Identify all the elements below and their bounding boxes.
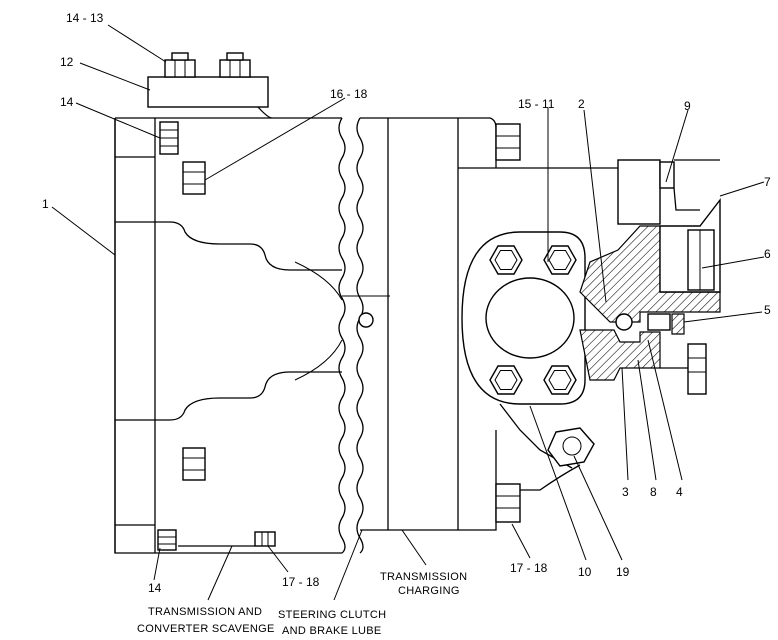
callout-5: 5 [764,303,771,317]
callout-17-18-right: 17 - 18 [510,561,548,575]
callout-16-18: 16 - 18 [330,87,368,101]
top-bracket [147,76,269,108]
bracket-bolt-left [164,59,196,78]
callout-6: 6 [764,247,771,261]
break-lines [338,117,390,554]
callout-14-13: 14 - 13 [66,11,104,25]
callout-2: 2 [578,97,585,111]
caption-charging-line2: CHARGING [398,585,460,597]
bolt-14-bottom [157,529,177,551]
callout-15-11: 15 - 11 [518,97,555,111]
bolt-16-18-upper [182,161,206,195]
caption-scavenge-line2: CONVERTER SCAVENGE [137,623,275,635]
callout-8: 8 [650,485,657,499]
caption-steering-line2: AND BRAKE LUBE [282,625,382,637]
callout-4: 4 [676,485,683,499]
left-housing [114,52,343,554]
leader-lines [51,24,765,601]
callout-17-18-left: 17 - 18 [282,575,320,589]
callout-1: 1 [42,197,49,211]
callout-14-bottom: 14 [148,581,162,595]
caption-charging-line1: TRANSMISSION [380,571,467,583]
bolt-17-18-right [495,483,521,523]
pump-body [461,123,721,523]
callout-7: 7 [764,175,771,189]
callout-14-top: 14 [60,95,74,109]
callout-3: 3 [622,485,629,499]
callout-9: 9 [684,99,691,113]
flow-captions: TRANSMISSION AND CONVERTER SCAVENGE STEE… [137,571,467,637]
caption-steering-line1: STEERING CLUTCH [278,609,386,621]
callout-labels: 14 - 13 12 14 16 - 18 1 15 - 11 2 9 7 6 … [42,11,771,595]
caption-scavenge-line1: TRANSMISSION AND [148,606,262,618]
bolt-15-11 [495,123,521,161]
bolt-16-18-lower [182,447,206,481]
callout-12: 12 [60,55,74,69]
bracket-bolt-right [219,59,251,78]
callout-10: 10 [578,565,592,579]
callout-19: 19 [616,565,630,579]
middle-housing [360,117,620,531]
